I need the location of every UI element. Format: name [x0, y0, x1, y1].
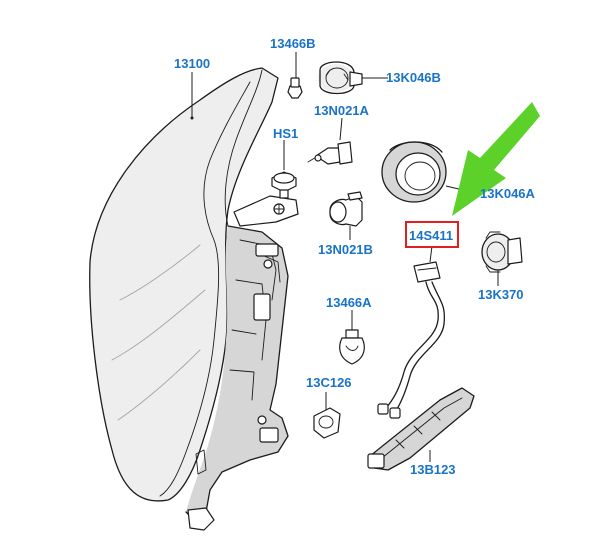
bulb-13466b[interactable] — [287, 52, 303, 99]
wiring-harness-14s411[interactable] — [377, 245, 446, 419]
cap-13k046b[interactable] — [318, 61, 388, 95]
label-13n021b[interactable]: 13N021B — [318, 242, 373, 257]
label-hs1[interactable]: HS1 — [273, 126, 298, 141]
label-13b123[interactable]: 13B123 — [410, 462, 456, 477]
green-arrow-icon — [452, 102, 540, 216]
label-13k046b[interactable]: 13K046B — [386, 70, 441, 85]
bulb-13n021a[interactable] — [307, 117, 353, 165]
clip-13c126[interactable] — [313, 392, 341, 439]
label-13k370[interactable]: 13K370 — [478, 287, 524, 302]
label-13466b[interactable]: 13466B — [270, 36, 316, 51]
label-14s411[interactable]: 14S411 — [409, 228, 453, 243]
label-13c126[interactable]: 13C126 — [306, 375, 352, 390]
socket-13k370[interactable] — [481, 231, 523, 286]
label-13466a[interactable]: 13466A — [326, 295, 372, 310]
label-13n021a[interactable]: 13N021A — [314, 103, 370, 118]
label-13100[interactable]: 13100 — [174, 56, 210, 71]
highlight-box — [405, 221, 459, 248]
bulb-13466a[interactable] — [339, 310, 365, 365]
bracket-13b123[interactable] — [367, 387, 475, 471]
screw-hs1[interactable] — [271, 140, 297, 199]
bulb-13n021b[interactable] — [329, 191, 363, 240]
cover-13k046a[interactable] — [381, 141, 481, 203]
label-13k046a[interactable]: 13K046A — [480, 186, 536, 201]
leader-dot — [190, 116, 194, 120]
headlamp-housing[interactable] — [89, 67, 299, 531]
